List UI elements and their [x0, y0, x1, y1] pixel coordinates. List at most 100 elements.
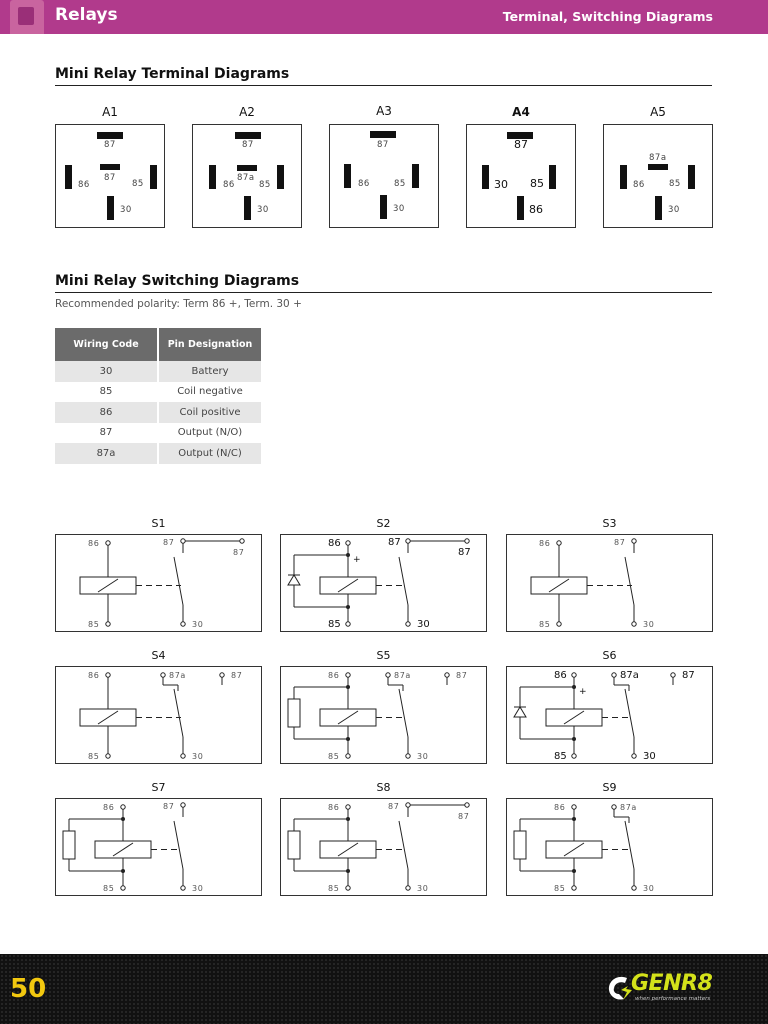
switching-label-s5: S5 [376, 649, 391, 662]
header-section-name: Terminal, Switching Diagrams [502, 9, 713, 24]
terminal-point [464, 802, 470, 808]
polarity-note: Recommended polarity: Term 86 +, Term. 3… [55, 298, 302, 310]
pin [620, 165, 627, 189]
terminal-diagram-a3: 87 86 85 30 [329, 124, 439, 228]
terminal-label-a3: A3 [376, 104, 392, 118]
wire [548, 578, 570, 593]
terminal-point [444, 672, 450, 678]
terminal-point [105, 621, 111, 627]
pin [517, 196, 524, 220]
terminal-label-a1: A1 [102, 105, 118, 119]
terminal-point [120, 804, 126, 810]
terminal-label: 87 [231, 671, 242, 680]
table-cell: Coil negative [177, 386, 243, 398]
pin [150, 165, 157, 189]
terminal-label: 85 [103, 884, 114, 893]
pin [209, 165, 216, 189]
pin-label: 87 [104, 140, 116, 150]
relay-icon [10, 0, 44, 34]
terminal-diagram-a5: 87a 86 85 30 [603, 124, 713, 228]
terminal-label-a5: A5 [650, 105, 666, 119]
page-header: Relays Terminal, Switching Diagrams [0, 0, 768, 34]
wire [624, 556, 635, 606]
pin-label: 85 [259, 180, 271, 190]
pin-label: 85 [669, 179, 681, 189]
table-cell: 87a [55, 443, 157, 464]
switching-label-s9: S9 [602, 781, 617, 794]
terminal-label: 85 [88, 752, 99, 761]
resistor [287, 830, 301, 860]
terminal-label: 85 [539, 620, 550, 629]
terminal-point [385, 672, 391, 678]
table-cell: Coil positive [159, 402, 261, 423]
wire [337, 710, 359, 725]
pin [482, 165, 489, 189]
terminal-label: 85 [328, 619, 341, 630]
terminal-label: 85 [328, 884, 339, 893]
terminal-point [180, 885, 186, 891]
switching-label-s2: S2 [376, 517, 391, 530]
terminal-label: 86 [88, 671, 99, 680]
terminal-label: 87a [620, 670, 639, 681]
resistor [287, 698, 301, 728]
terminal-point [464, 538, 470, 544]
terminal-point [631, 538, 637, 544]
terminal-label: 87a [620, 803, 637, 812]
terminal-point [105, 672, 111, 678]
terminal-point [345, 885, 351, 891]
terminal-diagrams-title: Mini Relay Terminal Diagrams [55, 66, 290, 82]
wire [398, 556, 409, 606]
terminal-point [180, 753, 186, 759]
terminal-point [556, 540, 562, 546]
terminal-label: 30 [643, 751, 656, 762]
pin-label: 86 [529, 203, 543, 216]
terminal-label: 87 [456, 671, 467, 680]
pin-label: 85 [394, 179, 406, 189]
terminal-label: 30 [417, 619, 430, 630]
table-cell: 87 [99, 427, 113, 439]
terminal-point [105, 540, 111, 546]
pin [277, 165, 284, 189]
terminal-point [405, 753, 411, 759]
pin-label: 86 [633, 180, 645, 190]
terminal-point [120, 885, 126, 891]
terminal-label: 85 [328, 752, 339, 761]
logo-swirl-icon [608, 976, 632, 1000]
pin [107, 196, 114, 220]
table-cell: 86 [55, 402, 157, 423]
pin [65, 165, 72, 189]
terminal-label: 86 [103, 803, 114, 812]
terminal-label: 30 [643, 884, 654, 893]
terminal-point [180, 621, 186, 627]
pin-label: 30 [494, 178, 508, 191]
pin [244, 196, 251, 220]
terminal-label: 30 [192, 884, 203, 893]
switching-label-s1: S1 [151, 517, 166, 530]
terminal-point [219, 672, 225, 678]
pin [507, 132, 533, 139]
wire [97, 710, 119, 725]
terminal-diagram-a2: 87 87a 86 85 30 [192, 124, 302, 228]
terminal-label: 87 [388, 537, 401, 548]
logo-tagline: when performance matters [635, 996, 711, 1002]
wire [173, 556, 184, 606]
page-footer: 50 GENR8 when performance matters [0, 954, 768, 1024]
pin-label: 87a [649, 153, 667, 163]
terminal-point [405, 538, 411, 544]
terminal-point [631, 885, 637, 891]
terminal-label: 86 [328, 538, 341, 549]
table-cell: Output (N/C) [159, 443, 261, 464]
wire [337, 578, 359, 593]
terminal-point [571, 672, 577, 678]
